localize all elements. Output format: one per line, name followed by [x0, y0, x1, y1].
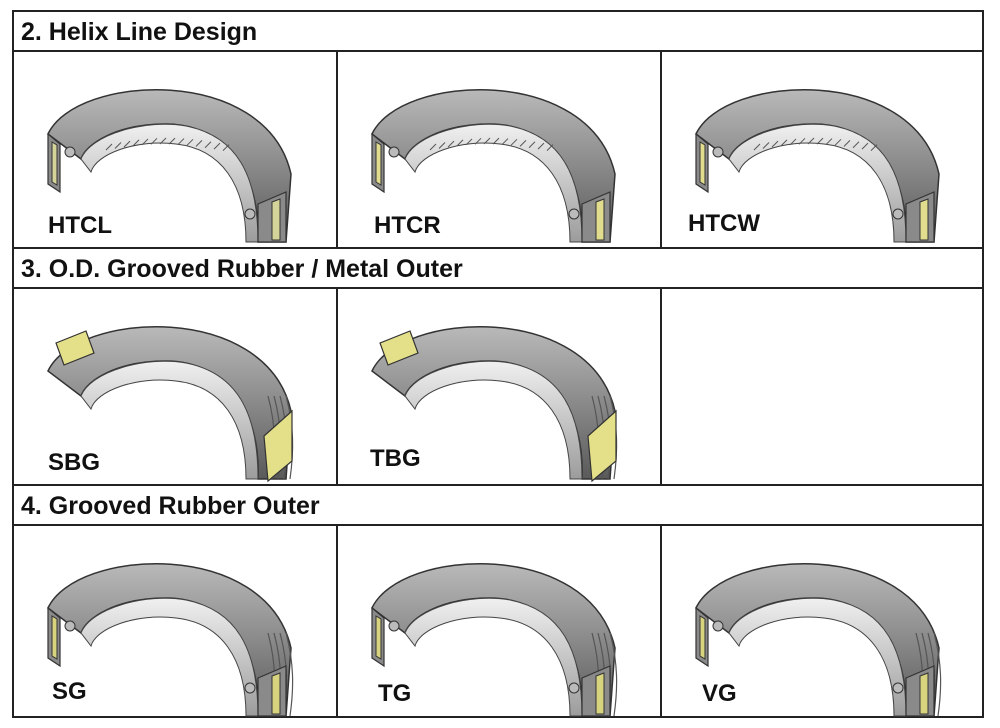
seal-label: HTCL: [48, 212, 112, 239]
seal-illustration-tbg: [371, 326, 618, 483]
seal-label: SG: [52, 678, 87, 705]
seal-illustration-tg: [371, 563, 618, 717]
section-header-helix: 2. Helix Line Design: [14, 12, 982, 52]
seal-illustration-htcw: [695, 89, 940, 243]
seal-bore: [404, 597, 583, 717]
seal-bore: [80, 360, 259, 480]
seal-catalog-table: 2. Helix Line Design HTCL HTCR HTCW 3. O…: [12, 10, 984, 718]
seal-cell-htcw: HTCW: [662, 52, 982, 249]
section-header-grooved: 4. Grooved Rubber Outer: [14, 486, 982, 526]
seal-cell-sbg: SBG: [14, 289, 338, 486]
seal-cell-vg: VG: [662, 526, 982, 717]
seal-label: VG: [702, 680, 737, 707]
seal-bore: [728, 597, 907, 717]
section-title: 4. Grooved Rubber Outer: [21, 492, 320, 520]
seal-cell-tbg: TBG: [338, 289, 662, 486]
section-header-metal-outer: 3. O.D. Grooved Rubber / Metal Outer: [14, 249, 982, 289]
seal-label: SBG: [48, 449, 101, 476]
seal-illustration-htcr: [371, 89, 616, 243]
seal-illustration-sg: [47, 563, 294, 717]
seal-illustration-htcl: [47, 89, 292, 243]
section-title: 2. Helix Line Design: [21, 18, 258, 46]
seal-illustration-sbg: [47, 326, 294, 483]
seal-cell-htcr: HTCR: [338, 52, 662, 249]
seal-cell-sg: SG: [14, 526, 338, 717]
section-title: 3. O.D. Grooved Rubber / Metal Outer: [21, 255, 463, 283]
empty-cell: [662, 289, 982, 486]
seal-bore: [404, 360, 583, 480]
seal-cell-htcl: HTCL: [14, 52, 338, 249]
seal-label: HTCW: [688, 210, 760, 237]
seal-label: TG: [378, 680, 412, 707]
seal-bore: [80, 597, 259, 717]
seal-label: TBG: [370, 445, 421, 472]
seal-label: HTCR: [374, 212, 441, 239]
seal-illustration-vg: [695, 563, 942, 717]
seal-cell-tg: TG: [338, 526, 662, 717]
